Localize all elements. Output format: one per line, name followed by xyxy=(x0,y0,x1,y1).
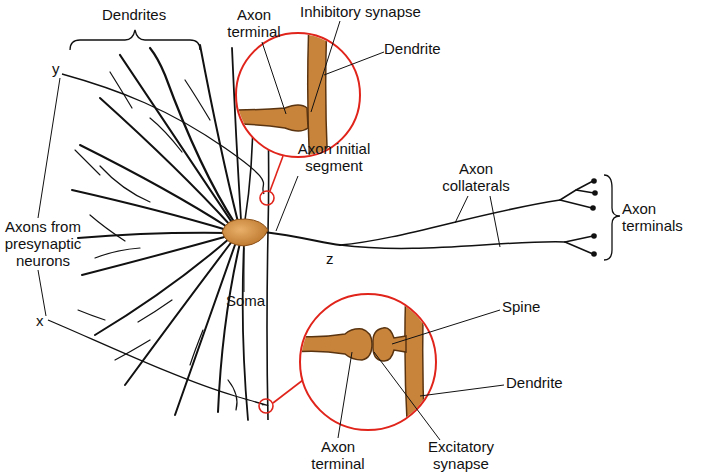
part-label: Axon collaterals xyxy=(436,160,516,194)
leader-line xyxy=(420,385,504,396)
zoom-marker xyxy=(260,191,274,205)
part-label: Axons from presynaptic neurons xyxy=(0,218,86,269)
dendrite xyxy=(72,190,227,230)
presynaptic-axon xyxy=(48,320,268,405)
axon-branch xyxy=(565,236,593,242)
axon-branch xyxy=(576,190,594,193)
leader-lines xyxy=(38,21,504,440)
terminal-dot xyxy=(590,205,596,211)
dendrite xyxy=(100,98,231,226)
dendrite-branch xyxy=(78,310,105,320)
dendrite xyxy=(125,240,233,385)
spine-shape xyxy=(373,328,406,361)
dendrites-brace xyxy=(70,30,200,50)
axon-terminal-dots xyxy=(590,178,598,257)
leader-line xyxy=(490,196,500,247)
axon-branch xyxy=(565,242,593,254)
dendrite-branch xyxy=(138,300,172,322)
dendrite xyxy=(150,48,236,225)
zoom-line xyxy=(270,156,283,191)
part-label: z xyxy=(326,250,334,267)
part-label: Axon terminal xyxy=(306,438,370,472)
leader-line xyxy=(38,78,60,218)
axon-branch xyxy=(560,200,592,208)
leader-line xyxy=(455,196,468,223)
axon xyxy=(264,181,594,254)
leader-line xyxy=(244,248,245,292)
dendrite-branch xyxy=(95,248,140,258)
part-label: Soma xyxy=(226,292,265,309)
part-label: Dendrites xyxy=(102,6,166,23)
leader-line xyxy=(338,352,352,438)
part-label: Axon initial segment xyxy=(278,140,390,174)
terminal-dot xyxy=(591,233,597,239)
dendrite xyxy=(95,238,230,335)
leader-line xyxy=(374,352,440,440)
presynaptic-axon xyxy=(62,74,264,194)
part-label: Excitatory synapse xyxy=(420,438,502,472)
dendrite-branch xyxy=(100,166,150,202)
leader-line xyxy=(311,21,340,112)
dendrite xyxy=(218,243,240,412)
terminal-dot xyxy=(591,251,597,257)
axon-collateral xyxy=(340,242,565,249)
dendrite xyxy=(82,236,228,275)
leader-line xyxy=(324,52,384,75)
leader-line xyxy=(392,310,500,344)
part-label: Spine xyxy=(502,298,540,315)
terminal-dot xyxy=(591,178,597,184)
part-label: y xyxy=(52,60,60,77)
inset-circle xyxy=(236,33,360,157)
excitatory-synapse-inset xyxy=(295,285,425,440)
part-label: Axon terminals xyxy=(622,200,696,234)
part-label: Dendrite xyxy=(506,374,563,391)
soma xyxy=(222,219,268,246)
dendrite-branch xyxy=(75,150,100,175)
dendrite-branch xyxy=(185,80,210,120)
dendrite xyxy=(78,233,226,238)
terminal-dot xyxy=(592,190,598,196)
zoom-marker xyxy=(259,399,273,413)
terminals-bracket xyxy=(604,175,620,260)
inset-background xyxy=(236,33,360,157)
part-label: Axon terminal xyxy=(222,6,286,40)
axon-branch xyxy=(560,181,593,200)
dendrite xyxy=(80,145,229,228)
leader-line xyxy=(38,270,46,316)
dendrite-branch xyxy=(150,118,182,152)
leader-line xyxy=(276,176,298,231)
inset-circle xyxy=(300,294,436,430)
part-label: Inhibitory synapse xyxy=(300,3,421,20)
dendrite xyxy=(243,244,248,420)
axon-trunk xyxy=(264,232,340,245)
axon-terminal-shape xyxy=(230,105,308,131)
part-label: x xyxy=(36,312,44,329)
dendrite-branch xyxy=(90,215,125,241)
dendrite xyxy=(175,242,236,415)
dendrite xyxy=(120,55,233,224)
zoom-line xyxy=(273,380,303,403)
part-label: Dendrite xyxy=(384,40,441,57)
axon-collateral xyxy=(340,200,560,245)
leader-line xyxy=(262,42,286,114)
dendrite-branch xyxy=(190,330,203,365)
